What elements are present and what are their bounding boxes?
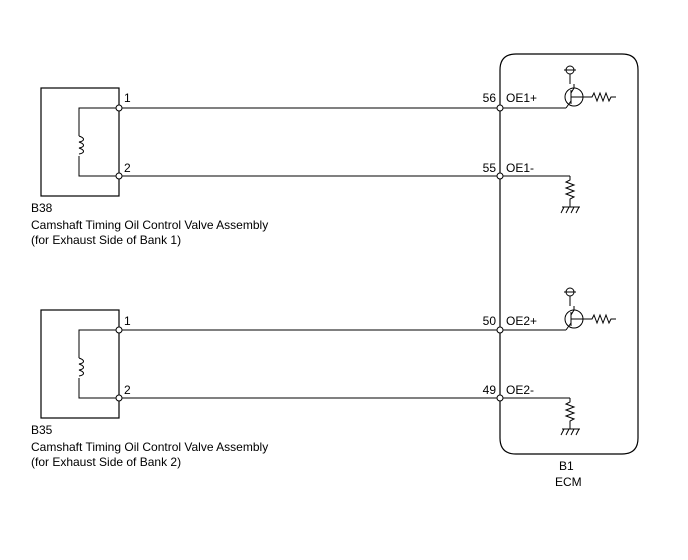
b38-pin-1-terminal [115,104,123,112]
ecm-pin-55-terminal [496,172,504,180]
ecm-pin-56-number: 56 [483,91,497,105]
ecm-pin-56-terminal [496,104,504,112]
b35-pin-1-label: 1 [124,314,131,328]
b38-code-label: B38 [31,201,53,215]
ecm-pin-50-name: OE2+ [506,314,537,328]
b38-sub-label: (for Exhaust Side of Bank 1) [31,233,181,247]
b38-internal-wire [78,107,119,177]
b35-valve-assembly [40,309,120,419]
ecm-box [499,53,639,455]
ecm-pin-56-name: OE1+ [506,91,537,105]
oe1-minus-ground-resistor-icon [500,175,580,214]
b35-sub-label: (for Exhaust Side of Bank 2) [31,455,181,469]
b35-name-label: Camshaft Timing Oil Control Valve Assemb… [31,440,268,454]
oe2-plus-driver-transistor-icon [500,287,616,331]
ecm-code-label: B1 [559,459,574,473]
ecm-pin-55-name: OE1- [506,161,534,175]
oe1-plus-driver-transistor-icon [500,65,616,109]
ecm-pin-49-terminal [496,394,504,402]
b38-valve-assembly [40,87,120,197]
b38-coil-icon [74,135,84,156]
b38-pin-2-label: 2 [124,161,131,175]
b38-connector-box [40,87,120,197]
ecm-name-label: ECM [555,475,582,489]
ecm-pin-49-number: 49 [483,383,497,397]
ecm-pin-50-number: 50 [483,314,497,328]
oe2-minus-ground-resistor-icon [500,397,580,436]
ecm-pin-49-name: OE2- [506,383,534,397]
b35-code-label: B35 [31,423,53,437]
b35-pin-2-label: 2 [124,383,131,397]
b35-coil-icon [74,357,84,378]
b35-internal-wire [78,329,119,399]
b38-pin-2-terminal [115,172,123,180]
b38-name-label: Camshaft Timing Oil Control Valve Assemb… [31,218,268,232]
b35-connector-box [40,309,120,419]
b35-pin-1-terminal [115,326,123,334]
b38-pin-1-label: 1 [124,91,131,105]
ecm-pin-50-terminal [496,326,504,334]
b35-pin-2-terminal [115,394,123,402]
ecm-pin-55-number: 55 [483,161,497,175]
